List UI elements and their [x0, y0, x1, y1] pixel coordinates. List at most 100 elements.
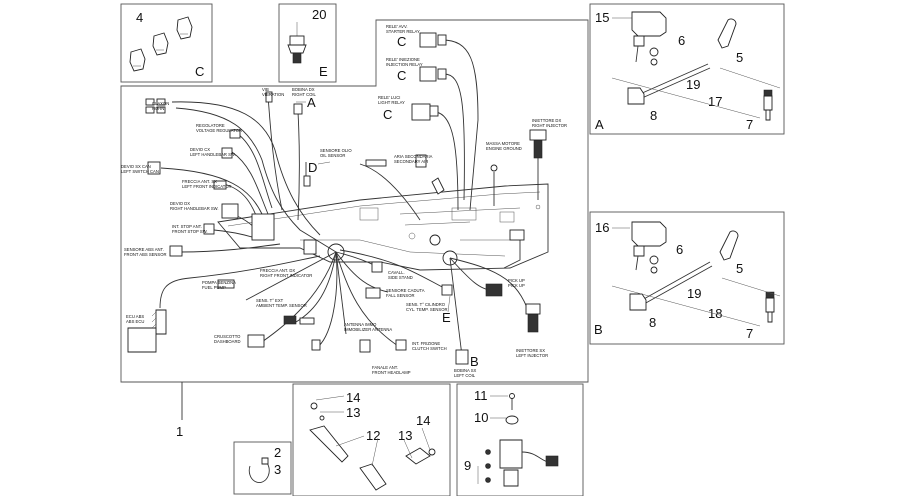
callout-20: 20 [312, 7, 326, 22]
ignition-coil-icon-b [611, 221, 781, 327]
box-part-20 [278, 3, 337, 83]
stand-switch-icon [477, 393, 559, 487]
callout-13-b: 13 [398, 428, 412, 443]
callout-19-a: 19 [686, 77, 700, 92]
label-sensore-olio-sub: OIL SENSOR [320, 153, 345, 158]
connector-caps-icon [129, 16, 193, 72]
label-sens-t-ext-sub: AMBIENT TEMP. SENSOR [256, 303, 307, 308]
label-pick-up: PICK UP [508, 278, 525, 283]
bracket-assembly-icon [309, 395, 436, 491]
label-bobina-dx: BOBINA DX [292, 87, 315, 92]
label-devio-dx-sub: RIGHT HANDLEBAR SW. [170, 206, 219, 211]
letter-c-relay-3: C [383, 107, 392, 122]
callout-6-b: 6 [676, 242, 683, 257]
label-pompa-benzina-sub: FUEL PUMP [202, 285, 226, 290]
label-int-frizione: INT. FRIZIONE [412, 341, 440, 346]
callout-15: 15 [595, 10, 609, 25]
letter-c-box4: C [195, 64, 204, 79]
label-sensore-abs-ant-sub: FRONT ABS SENSOR [124, 252, 167, 257]
label-rele-luci-sub: LIGHT RELAY [378, 100, 405, 105]
callout-14-a: 14 [346, 390, 360, 405]
label-bobina-dx-sub: RIGHT COIL [292, 92, 317, 97]
callout-19-b: 19 [687, 286, 701, 301]
label-antenna-immo: ANTENNA IMMO [344, 322, 377, 327]
label-devio-dx: DEVIO DX [170, 201, 190, 206]
label-sensore-caduta-sub: FALL SENSOR [386, 293, 414, 298]
callout-11: 11 [474, 388, 488, 403]
box-part-4 [120, 3, 213, 83]
callout-4: 4 [136, 10, 143, 25]
label-freccia-ant-sx: FRECCIA ANT. SX [182, 179, 217, 184]
label-int-stop-ant-sub: FRONT STOP SW. [172, 229, 208, 234]
label-freccia-ant-dx-sub: RIGHT FRONT INDICATOR [260, 273, 312, 278]
label-int-stop-ant: INT. STOP ANT. [172, 224, 202, 229]
callout-1: 1 [176, 424, 183, 439]
harness-text-labels: CLAXON HORN REGOLATORE VOLTAGE REGULATOR… [121, 24, 567, 378]
label-sens-t-ext: SENS. T° EXT [256, 298, 284, 303]
label-vib: VIB [262, 87, 269, 92]
letter-b-box: B [594, 322, 603, 337]
callout-8-b: 8 [649, 315, 656, 330]
label-cruscotto: CRUSCOTTO [214, 334, 241, 339]
letter-e-harness: E [442, 310, 451, 325]
callout-12: 12 [366, 428, 380, 443]
label-sens-t-cilindro-sub: CYL. TEMP. SENSOR [406, 307, 448, 312]
label-pompa-benzina: POMPA BENZINA [202, 280, 236, 285]
harness-components [127, 32, 547, 365]
label-sensore-olio: SENSORE OLIO [320, 148, 352, 153]
label-pick-up-sub: PICK UP [508, 283, 525, 288]
letter-e-box20: E [319, 64, 328, 79]
callout-13-a: 13 [346, 405, 360, 420]
letter-b-harness: B [470, 354, 479, 369]
label-devio-cx-sub: LEFT HANDLEBAR SW. [190, 152, 236, 157]
harness-letter-markers: A D E B C C C [296, 34, 479, 369]
label-devio-sx-can-sub: LEFT SWITCH CAN [121, 169, 159, 174]
label-rele-iniezione: RELE' INIEZIONE [386, 57, 420, 62]
label-ecu-abs-sub: ABS ECU [126, 319, 144, 324]
callout-18: 18 [708, 306, 722, 321]
callout-6-a: 6 [678, 33, 685, 48]
label-cavalletto: CAVALL. [388, 270, 405, 275]
letter-d-harness: D [308, 160, 317, 175]
letter-a-box: A [595, 117, 604, 132]
label-devio-sx-can: DEVIO SX CAN [121, 164, 151, 169]
label-regolatore-sub: VOLTAGE REGULATOR [196, 128, 242, 133]
label-int-frizione-sub: CLUTCH SWITCH [412, 346, 447, 351]
label-iniettore-dx: INIETTORE DX [532, 118, 561, 123]
main-harness-box [120, 19, 589, 383]
box-coil-kit-a [589, 3, 785, 135]
label-rele-avv: RELE' AVV. [386, 24, 408, 29]
label-regolatore: REGOLATORE [196, 123, 225, 128]
label-freccia-ant-sx-sub: LEFT FRONT INDICATOR [182, 184, 231, 189]
label-iniettore-sx-sub: LEFT INJECTOR [516, 353, 548, 358]
label-cavalletto-sub: SIDE STAND [388, 275, 413, 280]
label-sensore-abs-ant: SENSORE ABS ANT. [124, 247, 164, 252]
box-stand-switch [456, 383, 584, 496]
label-devio-cx: DEVIO CX [190, 147, 210, 152]
callout-16: 16 [595, 220, 609, 235]
callout-14-b: 14 [416, 413, 430, 428]
callout-5-a: 5 [736, 50, 743, 65]
label-bobina-sx-sub: LEFT COIL [454, 373, 476, 378]
box-sensor-bracket [292, 383, 451, 496]
label-iniettore-sx: INIETTORE SX [516, 348, 545, 353]
label-sensore-caduta: SENSORE CADUTA [386, 288, 425, 293]
label-claxon-sub: HORN [152, 106, 164, 111]
callout-7-b: 7 [746, 326, 753, 341]
callout-3: 3 [274, 462, 281, 477]
label-iniettore-dx-sub: RIGHT INJECTOR [532, 123, 567, 128]
label-claxon: CLAXON [152, 101, 169, 106]
callout-2: 2 [274, 445, 281, 460]
callout-5-b: 5 [736, 261, 743, 276]
callout-17: 17 [708, 94, 722, 109]
callout-10: 10 [474, 410, 488, 425]
label-massa-motore-sub: ENGINE GROUND [486, 146, 522, 151]
letter-c-relay-2: C [397, 68, 406, 83]
label-sens-t-cilindro: SENS. T° CILINDRO [406, 302, 446, 307]
label-rele-iniezione-sub: INJECTION RELAY [386, 62, 423, 67]
label-aria-secondaria: ARIA SECONDARIA [394, 154, 433, 159]
label-antenna-immo-sub: IMMOBILIZER ANTENNA [344, 327, 392, 332]
label-vib-sub: VIBRATION [262, 92, 284, 97]
